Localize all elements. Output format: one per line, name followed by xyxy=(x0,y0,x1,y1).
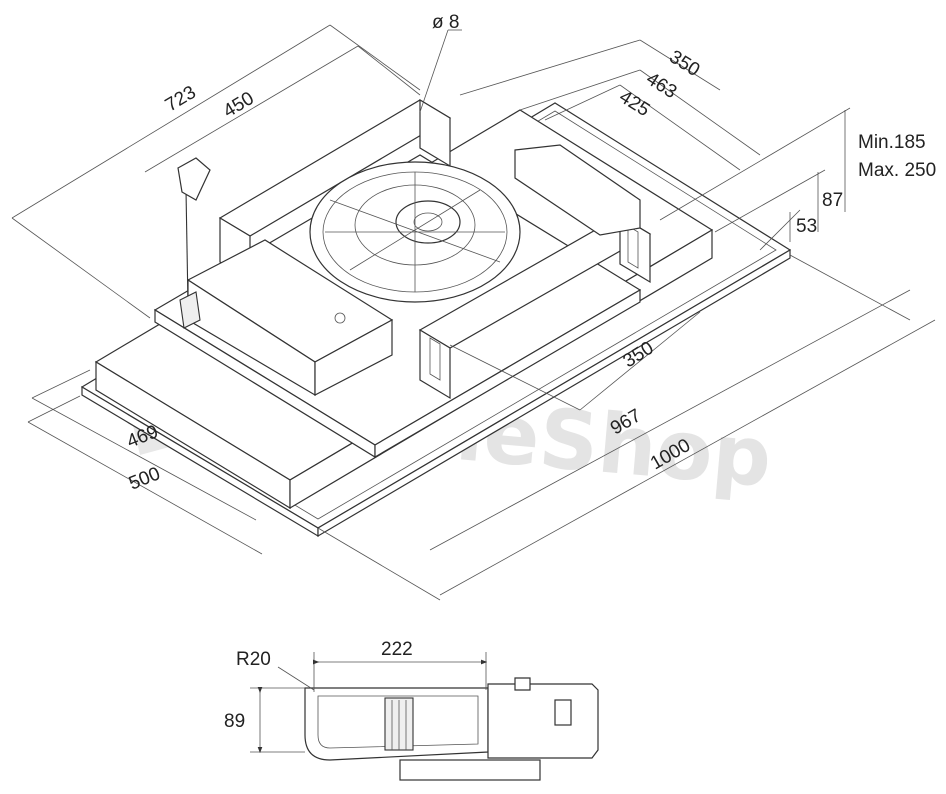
dim-87-label: 87 xyxy=(822,190,843,211)
dim-723-label: 723 xyxy=(162,82,200,116)
dim-phi8-label: ø 8 xyxy=(432,12,459,33)
dim-463-label: 463 xyxy=(642,68,680,103)
dim-min185-label: Min.185 xyxy=(858,132,926,153)
dim-500-label: 500 xyxy=(126,463,163,494)
dim-53: 53 xyxy=(759,209,817,251)
dim-87: 87 xyxy=(714,169,843,233)
control-box xyxy=(186,239,394,397)
hood-side-view: R20 222 89 xyxy=(224,639,599,781)
dim-450-label: 450 xyxy=(220,88,258,122)
dim-r20-label: R20 xyxy=(236,649,271,670)
dim-89-label: 89 xyxy=(224,711,245,732)
dim-phi8: ø 8 xyxy=(419,12,462,113)
dim-r20: R20 xyxy=(236,649,315,691)
dim-89: 89 xyxy=(224,686,305,754)
dim-425-label: 425 xyxy=(615,86,653,121)
dim-max250-label: Max. 250 xyxy=(858,160,936,181)
dim-height-range: Min.185 Max. 250 xyxy=(659,107,936,221)
power-cord xyxy=(177,157,211,329)
dim-53-label: 53 xyxy=(796,216,817,237)
dim-222-label: 222 xyxy=(381,639,413,660)
fan-assembly xyxy=(309,144,641,303)
dim-222: 222 xyxy=(312,639,488,692)
hood-isometric-view: 723 450 ø 8 350 463 425 xyxy=(11,12,936,601)
